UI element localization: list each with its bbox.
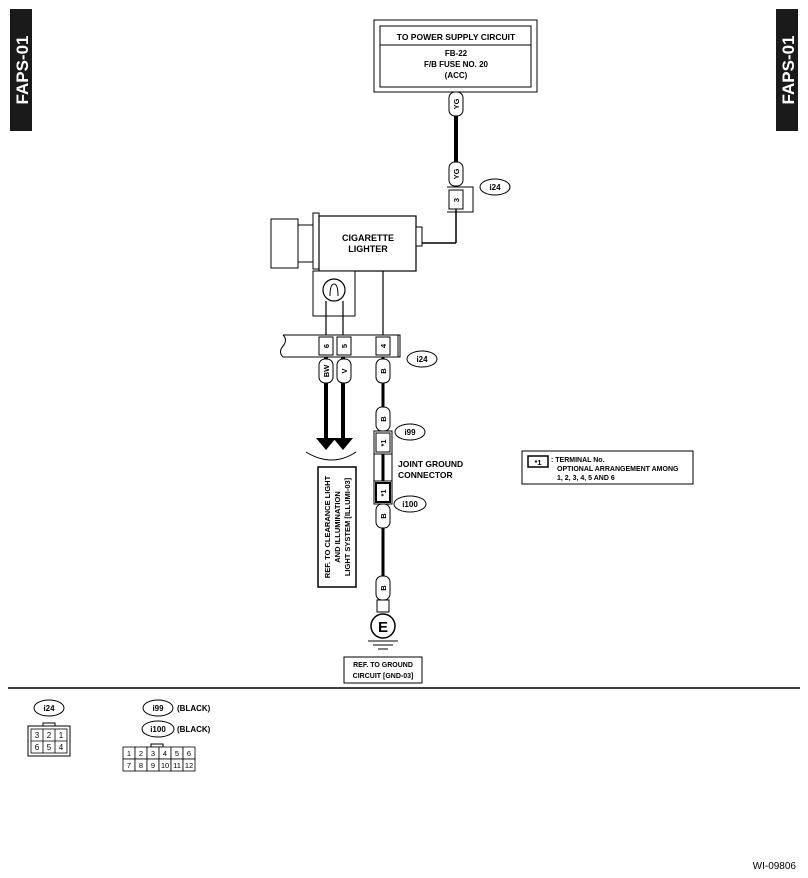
pin-number: 3 xyxy=(151,749,155,758)
wire-label-yg-bottom: YG xyxy=(448,161,464,187)
lighter-label-1: CIGARETTE xyxy=(342,233,394,243)
bottom-i99-label: i99 (BLACK) xyxy=(142,699,211,717)
pin-number: 8 xyxy=(139,761,143,770)
arrow-down-icon xyxy=(333,438,353,450)
power-box-line2: F/B FUSE NO. 20 xyxy=(424,60,489,69)
pin-number: 2 xyxy=(47,731,52,740)
pin-number: 7 xyxy=(127,761,131,770)
wire-label-b-ground: B xyxy=(375,575,391,601)
connector-label-i99: i99 xyxy=(394,423,426,441)
right-page-tab-label: FAPS-01 xyxy=(779,36,798,105)
svg-text:i99: i99 xyxy=(152,704,164,713)
wire-label-b-i100: B xyxy=(375,503,391,529)
figure-id: WI-09806 xyxy=(753,861,797,872)
connector-label-i100: i100 xyxy=(393,495,427,513)
pin-number: 11 xyxy=(173,761,181,770)
svg-text:BW: BW xyxy=(322,364,331,377)
pin-number: 4 xyxy=(59,743,64,752)
power-supply-box: TO POWER SUPPLY CIRCUIT FB-22 F/B FUSE N… xyxy=(373,19,538,93)
joint-ground-label-2: CONNECTOR xyxy=(398,470,453,480)
svg-text:B: B xyxy=(379,368,388,374)
bottom-i100-label: i100 (BLACK) xyxy=(141,720,211,738)
lighter-label-2: LIGHTER xyxy=(348,244,388,254)
pin-number: 1 xyxy=(127,749,131,758)
pin-number: 3 xyxy=(35,731,40,740)
svg-text:V: V xyxy=(340,368,349,373)
bottom-i24-label: i24 xyxy=(33,699,65,717)
svg-text:(BLACK): (BLACK) xyxy=(177,725,211,734)
connector-label-i24-lower: i24 xyxy=(406,350,438,368)
pin-number: 5 xyxy=(175,749,179,758)
connector-label-i24-upper: i24 xyxy=(479,178,511,196)
pin-number: 12 xyxy=(185,761,193,770)
cigarette-lighter: CIGARETTE LIGHTER xyxy=(270,212,423,335)
ref-clearance-box: REF. TO CLEARANCE LIGHT AND ILLUMINATION… xyxy=(317,466,357,588)
pin-number: 10 xyxy=(161,761,169,770)
svg-text:AND ILLUMINATION: AND ILLUMINATION xyxy=(333,491,342,563)
svg-text:3: 3 xyxy=(452,198,461,202)
pin-cell xyxy=(182,758,196,772)
svg-text:B: B xyxy=(379,416,388,422)
right-page-tab: FAPS-01 xyxy=(776,9,798,131)
svg-text:YG: YG xyxy=(452,168,461,179)
connector-i24-pin3: 3 xyxy=(419,186,474,244)
svg-text:*1: *1 xyxy=(534,458,541,467)
power-box-title: TO POWER SUPPLY CIRCUIT xyxy=(397,32,516,42)
svg-text:i24: i24 xyxy=(416,355,428,364)
svg-text:i24: i24 xyxy=(489,183,501,192)
pin-number: 1 xyxy=(59,731,64,740)
wire-label-bw: BW xyxy=(318,358,334,384)
joint-ground-connector: *1 *1 xyxy=(373,430,393,505)
svg-text:i24: i24 xyxy=(43,704,55,713)
svg-text:REF. TO CLEARANCE LIGHT: REF. TO CLEARANCE LIGHT xyxy=(323,475,332,578)
svg-text:*1: *1 xyxy=(379,489,388,496)
wire-label-yg-top: YG xyxy=(448,91,464,117)
wire-label-b-i99: B xyxy=(375,406,391,432)
svg-text:LIGHT SYSTEM [ILLUMI-03]: LIGHT SYSTEM [ILLUMI-03] xyxy=(343,477,352,576)
terminal-legend: *1 : TERMINAL No. OPTIONAL ARRANGEMENT A… xyxy=(521,450,694,485)
connector-i24-lower: 6 5 4 xyxy=(280,334,401,358)
svg-text:1, 2, 3, 4, 5 AND 6: 1, 2, 3, 4, 5 AND 6 xyxy=(557,475,615,482)
svg-text:i99: i99 xyxy=(404,428,416,437)
left-page-tab-label: FAPS-01 xyxy=(13,36,32,105)
bulb-icon xyxy=(322,278,346,302)
svg-text:i100: i100 xyxy=(150,725,166,734)
arrow-down-icon xyxy=(316,438,336,450)
svg-text:YG: YG xyxy=(452,98,461,109)
svg-text:4: 4 xyxy=(379,343,388,348)
svg-text:REF. TO GROUND: REF. TO GROUND xyxy=(353,662,413,669)
svg-text:(BLACK): (BLACK) xyxy=(177,704,211,713)
pin-number: 2 xyxy=(139,749,143,758)
svg-text:CIRCUIT [GND-03]: CIRCUIT [GND-03] xyxy=(353,673,414,680)
wire-label-b-i24: B xyxy=(375,358,391,384)
svg-text:5: 5 xyxy=(340,344,349,348)
left-page-tab: FAPS-01 xyxy=(10,9,32,131)
wire-label-v: V xyxy=(336,358,352,384)
power-box-line3: (ACC) xyxy=(445,71,468,80)
pin-number: 5 xyxy=(47,743,52,752)
svg-text:*1: *1 xyxy=(379,439,388,446)
power-box-line1: FB-22 xyxy=(445,49,468,58)
pin-number: 6 xyxy=(35,743,40,752)
svg-text:6: 6 xyxy=(322,344,331,348)
ground-icon: E xyxy=(368,599,398,650)
svg-text:i100: i100 xyxy=(402,500,418,509)
pin-number: 4 xyxy=(163,749,167,758)
svg-text:B: B xyxy=(379,585,388,591)
svg-text:B: B xyxy=(379,513,388,519)
svg-text:E: E xyxy=(378,619,388,636)
pin-number: 6 xyxy=(187,749,191,758)
ref-ground-box: REF. TO GROUND CIRCUIT [GND-03] xyxy=(343,656,423,684)
joint-ground-label-1: JOINT GROUND xyxy=(398,459,463,469)
pin-number: 9 xyxy=(151,761,155,770)
svg-text:OPTIONAL ARRANGEMENT AMONG: OPTIONAL ARRANGEMENT AMONG xyxy=(557,466,679,473)
svg-text:: TERMINAL No.: : TERMINAL No. xyxy=(551,457,605,464)
